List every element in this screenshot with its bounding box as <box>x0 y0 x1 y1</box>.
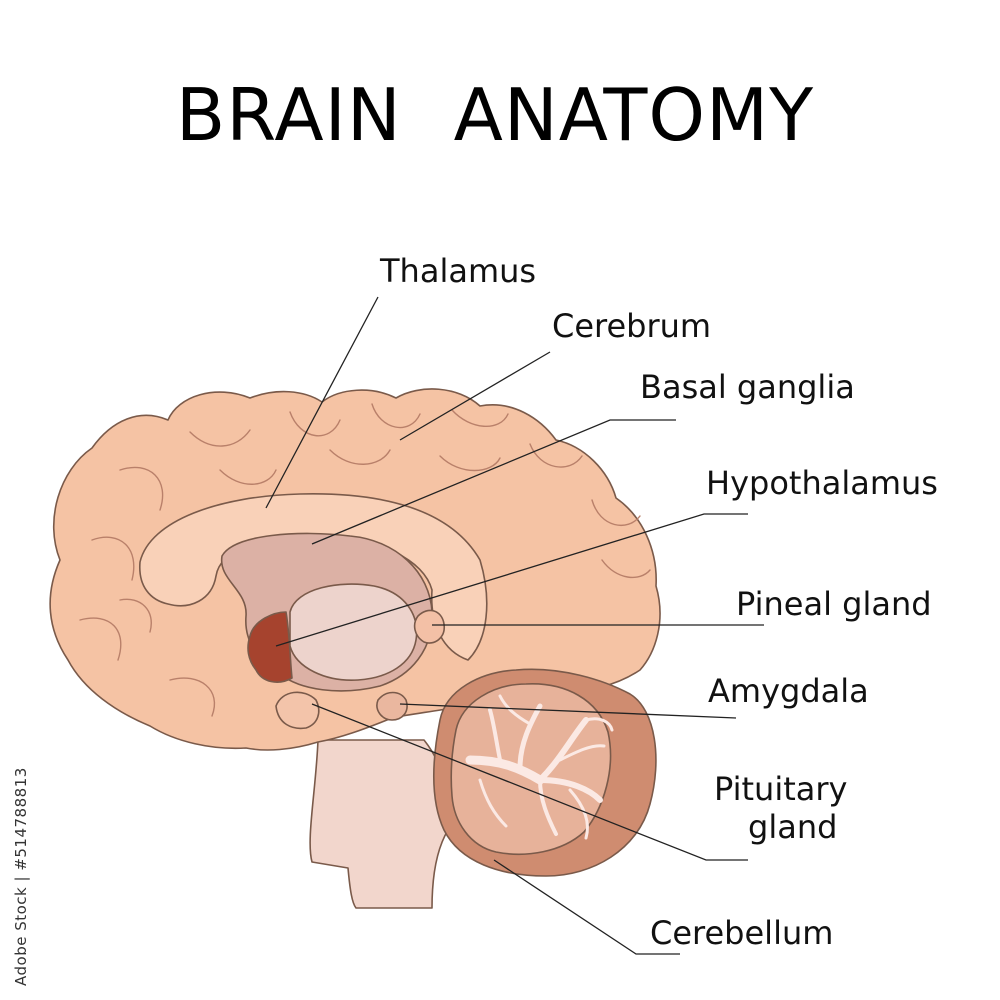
label-hypothalamus: Hypothalamus <box>706 464 938 502</box>
thalamus <box>289 583 418 681</box>
label-pineal-gland: Pineal gland <box>736 585 932 623</box>
label-cerebellum: Cerebellum <box>650 914 833 952</box>
amygdala <box>376 691 408 721</box>
leader-hypothalamus <box>275 513 748 647</box>
label-pituitary-line1: Pituitary <box>714 770 847 808</box>
pineal-gland <box>413 609 445 644</box>
pituitary-gland <box>275 691 320 730</box>
label-thalamus: Thalamus <box>379 252 536 290</box>
cerebrum-gyri <box>79 403 651 717</box>
leader-thalamus <box>265 296 379 509</box>
leader-cerebellum <box>493 859 680 955</box>
page-title: BRAIN ANATOMY <box>176 73 814 157</box>
leader-cerebrum <box>399 351 551 441</box>
leader-amygdala <box>399 703 737 719</box>
label-cerebrum: Cerebrum <box>552 307 711 345</box>
label-amygdala: Amygdala <box>708 672 869 710</box>
brainstem <box>309 739 450 909</box>
watermark: Adobe Stock | #514788813 <box>12 767 30 986</box>
label-basal-ganglia: Basal ganglia <box>640 368 855 406</box>
leader-basal-ganglia <box>311 419 676 545</box>
arbor-vitae <box>465 694 614 840</box>
label-pituitary-line2: gland <box>748 808 837 846</box>
leader-pituitary-gland <box>311 703 748 861</box>
leader-lines <box>265 296 764 955</box>
hypothalamus <box>247 611 293 683</box>
